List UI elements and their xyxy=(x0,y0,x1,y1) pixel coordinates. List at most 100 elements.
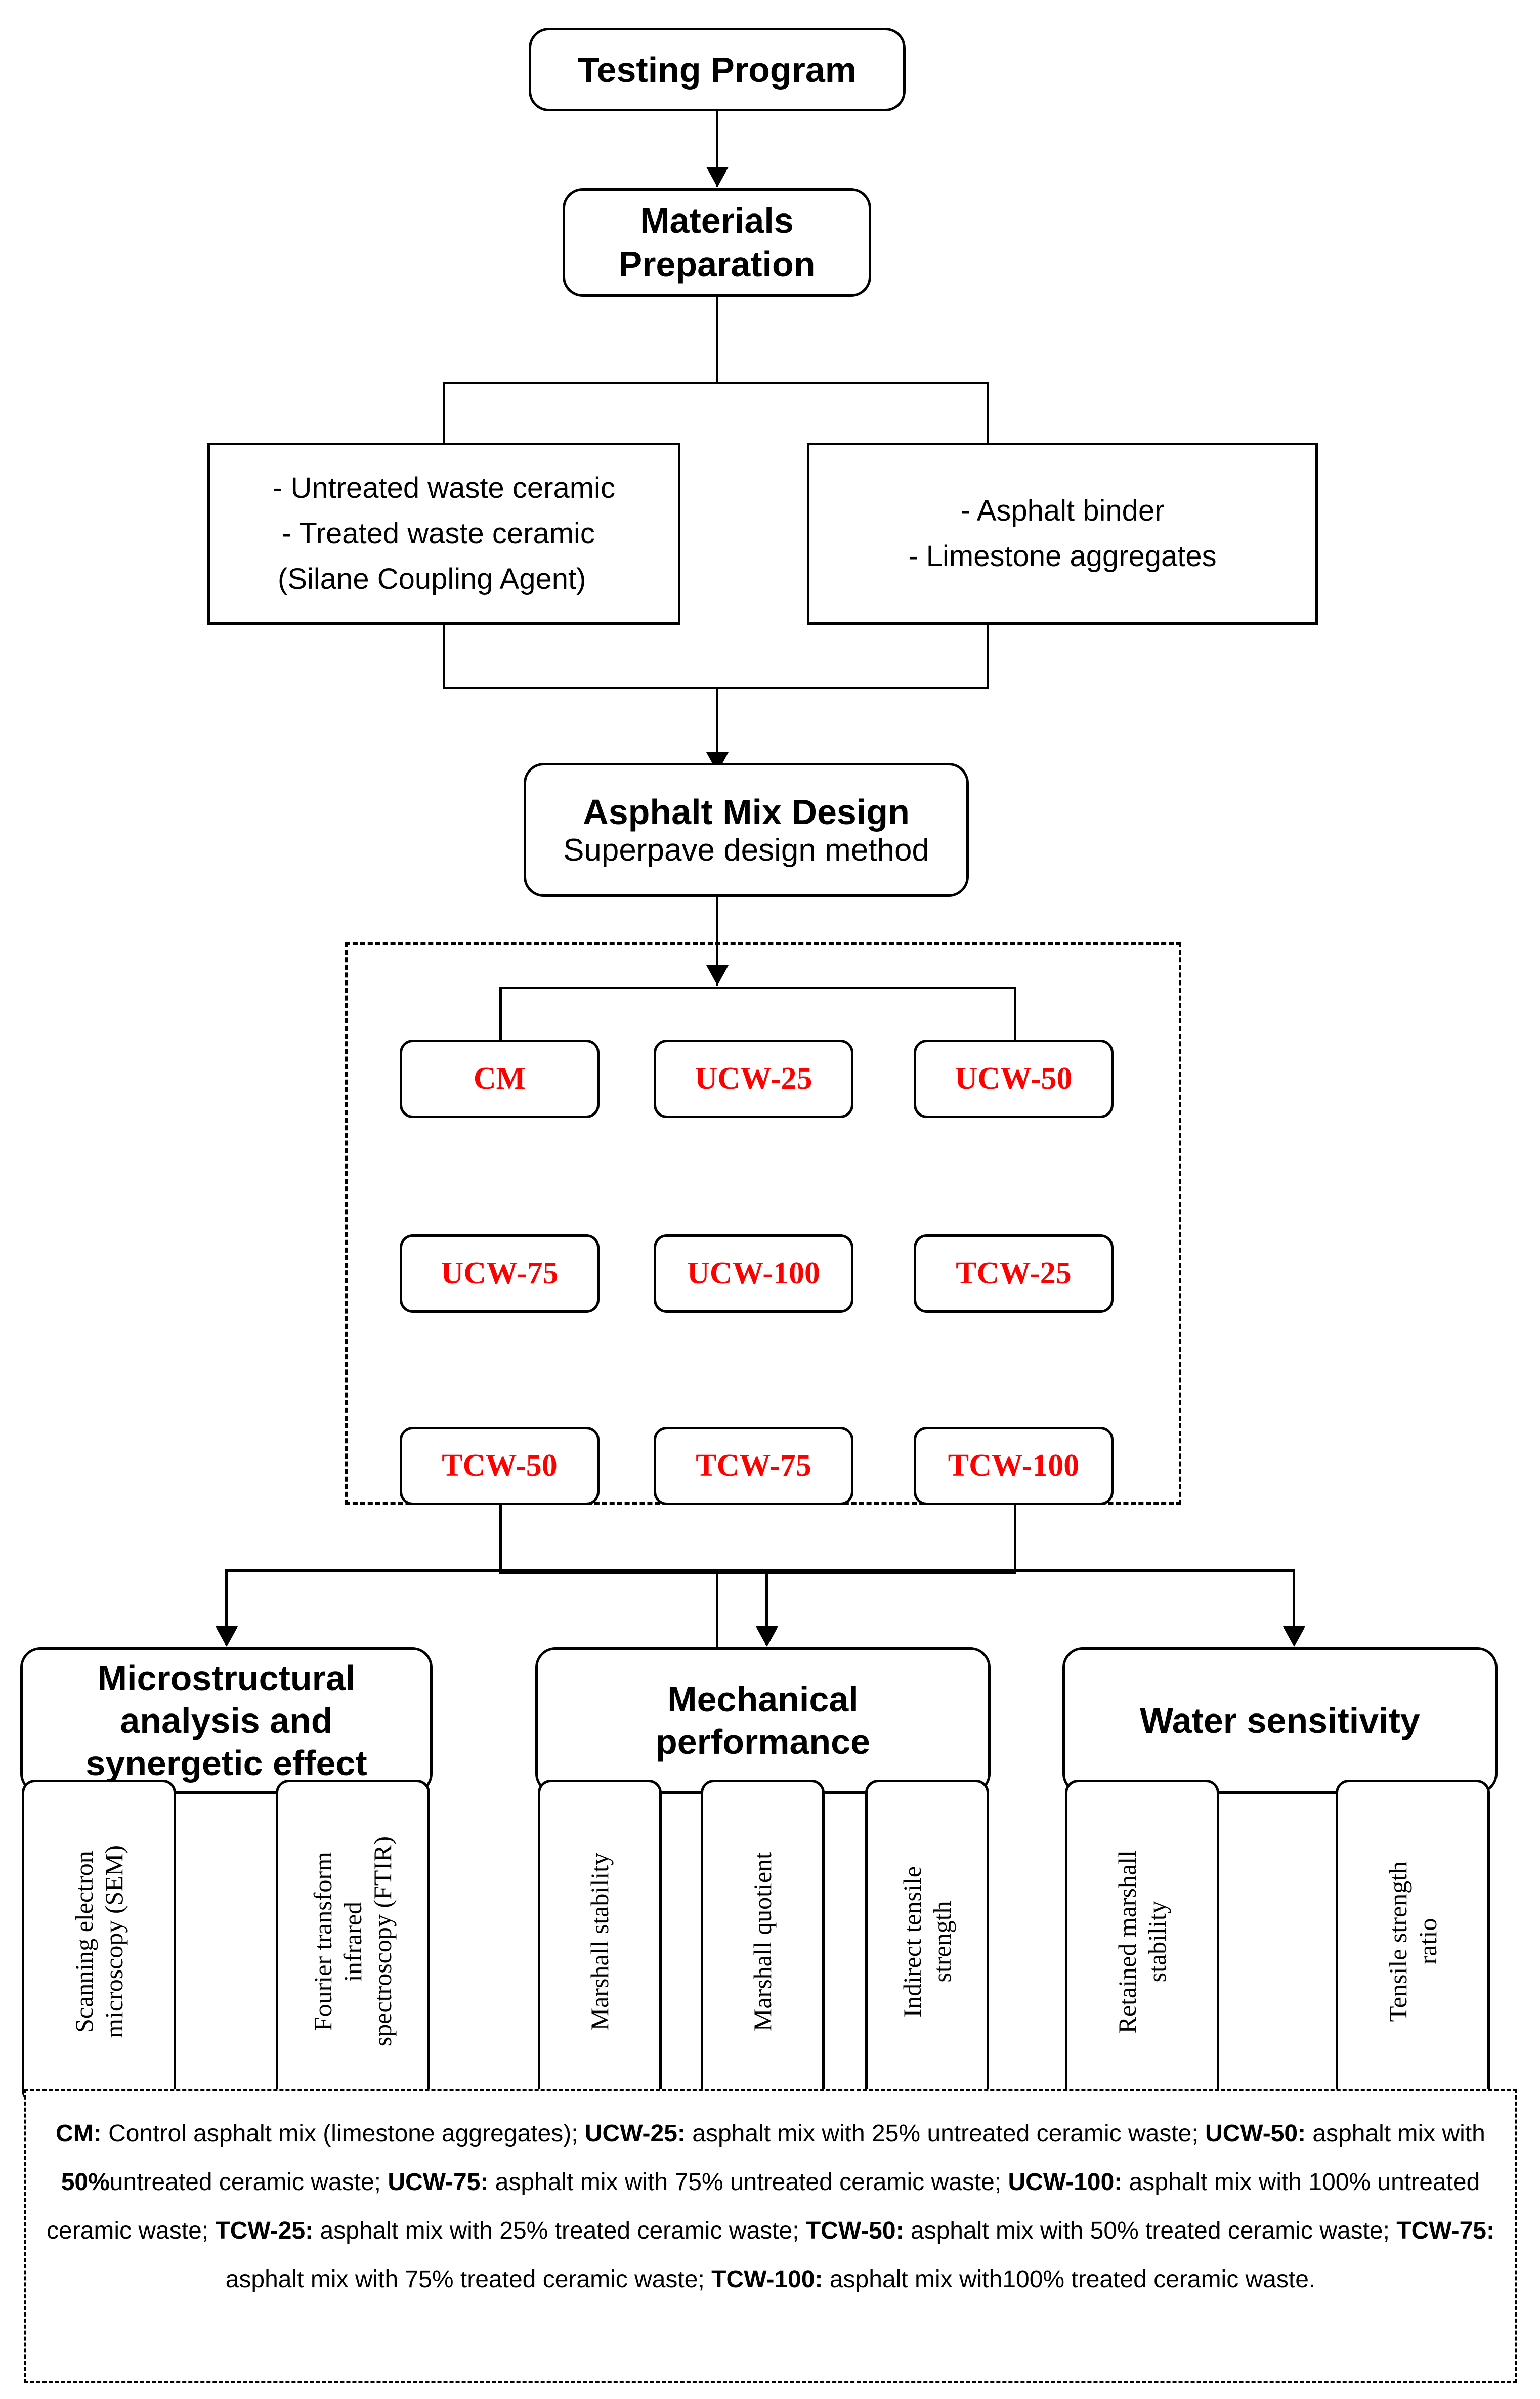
test-box-ftir: Fourier transform infrared spectroscopy … xyxy=(276,1780,430,2104)
connector-right-material-down xyxy=(987,625,989,688)
legend-text: CM: Control asphalt mix (limestone aggre… xyxy=(47,2110,1494,2304)
mix-chip-tcw-75[interactable]: TCW-75 xyxy=(654,1427,853,1505)
legend-term: TCW-100: xyxy=(711,2266,823,2293)
connector-prep-stem xyxy=(716,297,718,383)
test-box-retained-marshall-stability: Retained marshall stability xyxy=(1065,1780,1219,2104)
connector-mixrow1-right-drop xyxy=(1014,987,1016,1042)
node-testing-program-label: Testing Program xyxy=(577,50,857,90)
connector-prep-to-left-material xyxy=(443,382,445,445)
legend-definition: asphalt mix with 100% untreated ceramic … xyxy=(47,2169,1480,2244)
mix-chip-ucw-25-label: UCW-25 xyxy=(695,1061,812,1096)
connector-mixrow1-bar xyxy=(499,987,1016,989)
legend-term: TCW-25: xyxy=(215,2217,314,2244)
mix-chip-tcw-100-label: TCW-100 xyxy=(948,1448,1080,1483)
test-box-tensile-strength-ratio-label: Tensile strength ratio xyxy=(1383,1861,1442,2022)
legend-term: UCW-75: xyxy=(388,2169,489,2196)
legend-term: UCW-25: xyxy=(584,2120,686,2147)
ceramic-materials-line-3: (Silane Coupling Agent) xyxy=(278,562,586,595)
connector-mixrow3-right-rise xyxy=(1014,1505,1016,1573)
legend-definition: asphalt mix with 25% treated ceramic was… xyxy=(313,2217,806,2244)
legend-term: 50% xyxy=(61,2169,110,2196)
branch-water-sensitivity-label: Water sensitivity xyxy=(1140,1701,1420,1740)
branch-microstructural-analysis-label: Microstructural analysis and synergetic … xyxy=(85,1658,367,1783)
legend-definition: asphalt mix with 75% untreated ceramic w… xyxy=(488,2169,1008,2196)
mix-chip-ucw-75[interactable]: UCW-75 xyxy=(400,1234,600,1313)
connector-branch-right-drop xyxy=(1293,1569,1295,1645)
legend-definition: asphalt mix with 50% treated ceramic was… xyxy=(904,2217,1397,2244)
connector-branch-split-bar xyxy=(225,1569,1295,1572)
mix-chip-tcw-50-label: TCW-50 xyxy=(442,1448,558,1483)
connector-mixrow1-left-drop xyxy=(499,987,502,1042)
mix-chip-cm-label: CM xyxy=(473,1061,526,1096)
test-box-sem-label: Scanning electron microscopy (SEM) xyxy=(69,1845,128,2038)
node-asphalt-mix-design: Asphalt Mix Design Superpave design meth… xyxy=(524,763,969,897)
test-box-marshall-quotient-label: Marshall quotient xyxy=(748,1852,777,2032)
legend-term: UCW-100: xyxy=(1008,2169,1123,2196)
test-box-ftir-label: Fourier transform infrared spectroscopy … xyxy=(309,1836,397,2047)
legend-term: CM: xyxy=(56,2120,102,2147)
arrowhead-program-to-prep xyxy=(706,167,729,187)
node-ceramic-materials: - Untreated waste ceramic - Treated wast… xyxy=(207,443,680,625)
mix-chip-cm[interactable]: CM xyxy=(400,1040,600,1118)
test-box-marshall-stability-label: Marshall stability xyxy=(585,1853,614,2031)
legend-definition: asphalt mix with xyxy=(1306,2120,1485,2147)
test-box-tensile-strength-ratio: Tensile strength ratio xyxy=(1336,1780,1490,2104)
mix-chip-ucw-75-label: UCW-75 xyxy=(441,1256,559,1291)
connector-prep-split-bar xyxy=(443,382,989,384)
connector-left-material-down xyxy=(443,625,445,688)
mix-chip-ucw-50[interactable]: UCW-50 xyxy=(914,1040,1114,1118)
test-box-marshall-stability: Marshall stability xyxy=(538,1780,662,2104)
mix-chip-ucw-50-label: UCW-50 xyxy=(955,1061,1073,1096)
arrowhead-branch-right xyxy=(1283,1626,1305,1647)
mix-chip-tcw-100[interactable]: TCW-100 xyxy=(914,1427,1114,1505)
arrowhead-branch-left xyxy=(216,1626,238,1647)
mix-chip-ucw-25[interactable]: UCW-25 xyxy=(654,1040,853,1118)
connector-branch-left-drop xyxy=(225,1569,228,1645)
node-testing-program: Testing Program xyxy=(529,28,906,111)
test-box-indirect-tensile-strength: Indirect tensile strength xyxy=(865,1780,989,2104)
mix-chip-tcw-50[interactable]: TCW-50 xyxy=(400,1427,600,1505)
legend-definition: untreated ceramic waste; xyxy=(109,2169,388,2196)
connector-mixdesign-to-group xyxy=(716,897,718,986)
mix-chip-ucw-100-label: UCW-100 xyxy=(687,1256,820,1291)
test-box-marshall-quotient: Marshall quotient xyxy=(701,1780,825,2104)
connector-group-to-branches xyxy=(716,1571,718,1667)
legend-definition: asphalt mix with 75% treated ceramic was… xyxy=(225,2266,712,2293)
connector-mixrow3-left-rise xyxy=(499,1505,502,1573)
connector-program-to-prep xyxy=(716,111,718,187)
test-box-indirect-tensile-strength-label: Indirect tensile strength xyxy=(897,1866,956,2018)
mix-chip-ucw-100[interactable]: UCW-100 xyxy=(654,1234,853,1313)
binder-materials-line-2: - Limestone aggregates xyxy=(908,540,1217,573)
binder-materials-line-1: - Asphalt binder xyxy=(960,494,1165,528)
test-box-retained-marshall-stability-label: Retained marshall stability xyxy=(1113,1850,1171,2034)
ceramic-materials-line-2: - Treated waste ceramic xyxy=(282,517,595,550)
connector-mixrow3-merge-bar xyxy=(499,1571,1016,1574)
arrowhead-branch-center xyxy=(756,1626,778,1647)
branch-microstructural-analysis: Microstructural analysis and synergetic … xyxy=(20,1647,433,1794)
legend-definition: Control asphalt mix (limestone aggregate… xyxy=(101,2120,585,2147)
branch-mechanical-performance-label: Mechanical performance xyxy=(655,1680,871,1762)
mix-design-subtitle: Superpave design method xyxy=(563,833,929,868)
connector-merge-to-mixdesign xyxy=(716,687,718,773)
legend-term: UCW-50: xyxy=(1205,2120,1306,2147)
mix-design-title: Asphalt Mix Design xyxy=(583,792,910,832)
node-binder-aggregate-materials: - Asphalt binder - Limestone aggregates xyxy=(807,443,1318,625)
connector-prep-to-right-material xyxy=(987,382,989,445)
legend-term: TCW-75: xyxy=(1396,2217,1494,2244)
mix-chip-tcw-25-label: TCW-25 xyxy=(956,1256,1072,1291)
legend-definition: asphalt mix with100% treated ceramic was… xyxy=(823,2266,1316,2293)
branch-mechanical-performance: Mechanical performance xyxy=(535,1647,991,1794)
mix-chip-tcw-75-label: TCW-75 xyxy=(696,1448,811,1483)
arrowhead-to-mix-group xyxy=(706,965,729,986)
mix-chip-tcw-25[interactable]: TCW-25 xyxy=(914,1234,1114,1313)
test-box-sem: Scanning electron microscopy (SEM) xyxy=(22,1780,176,2104)
mix-group-container xyxy=(345,942,1181,1505)
ceramic-materials-line-1: - Untreated waste ceramic xyxy=(273,472,615,505)
node-materials-preparation-label: Materials Preparation xyxy=(618,201,816,284)
connector-branch-center-drop xyxy=(765,1569,768,1645)
legend-definition: asphalt mix with 25% untreated ceramic w… xyxy=(685,2120,1206,2147)
node-materials-preparation: Materials Preparation xyxy=(563,188,871,297)
branch-water-sensitivity: Water sensitivity xyxy=(1062,1647,1498,1794)
legend-term: TCW-50: xyxy=(805,2217,904,2244)
